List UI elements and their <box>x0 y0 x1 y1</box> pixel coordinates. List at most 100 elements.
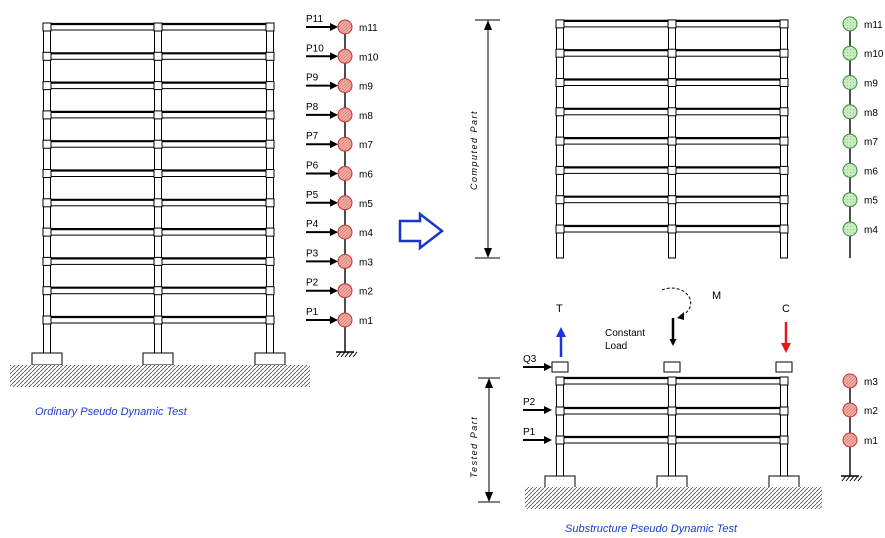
mass-label: m3 <box>864 377 878 388</box>
support-hatch <box>849 475 855 482</box>
beam-column-joint <box>667 165 677 175</box>
beam-column-joint <box>555 136 565 146</box>
ordinary-ground <box>10 365 310 387</box>
mass-node <box>337 195 353 211</box>
force-label: P9 <box>306 73 319 84</box>
beam-column-joint <box>555 48 565 58</box>
column <box>154 23 162 354</box>
beam-column-joint <box>667 78 677 87</box>
mass-label: m10 <box>864 49 884 60</box>
mass-label: m6 <box>864 166 878 177</box>
beam-column-joint <box>667 107 677 117</box>
mass-node <box>842 373 858 389</box>
substructure-ground <box>525 487 822 509</box>
beam-column-joint <box>265 139 275 149</box>
support-hatch <box>344 351 350 358</box>
beam-column-joint <box>153 81 163 91</box>
mass-node <box>842 133 858 149</box>
substructure-frame <box>544 361 800 489</box>
beam-column-joint <box>265 51 275 61</box>
beam-column-joint <box>779 224 789 234</box>
beam-column-joint <box>779 136 789 146</box>
loading-cap <box>551 361 569 373</box>
footing <box>254 352 286 366</box>
column <box>556 377 564 477</box>
beam-column-joint <box>555 435 565 445</box>
mass-label: m2 <box>359 287 373 298</box>
beam-column-joint <box>153 198 163 208</box>
beam-column-joint <box>153 22 163 32</box>
force-label: P10 <box>306 43 324 54</box>
ordinary-caption: Ordinary Pseudo Dynamic Test <box>35 406 188 418</box>
mass-label: m2 <box>864 406 878 417</box>
beam-column-joint <box>667 376 677 386</box>
beam-column-joint <box>153 110 163 120</box>
moment-symbol <box>661 287 692 320</box>
footing <box>31 352 63 366</box>
mass-label: m7 <box>864 137 878 148</box>
column <box>43 23 51 354</box>
mass-node <box>337 166 353 181</box>
beam-column-joint <box>555 406 565 416</box>
beam-column-joint <box>153 286 163 296</box>
footing <box>656 475 688 489</box>
support-hatch <box>336 351 342 358</box>
mass-label: m3 <box>359 257 373 268</box>
substructure-mass-column: m1 m2 m3 <box>841 373 878 482</box>
beam-column-joint <box>153 315 163 325</box>
beam-column-joint <box>265 22 275 32</box>
footing <box>544 475 576 489</box>
force-label: P7 <box>306 131 319 142</box>
beam-column-joint <box>265 227 275 237</box>
beam-column-joint <box>42 22 52 32</box>
beam-column-joint <box>779 165 789 175</box>
force-label: Q3 <box>523 354 537 365</box>
force-label: P6 <box>306 161 319 172</box>
mass-node <box>337 224 353 240</box>
footing <box>142 352 174 366</box>
mass-label: m8 <box>864 108 878 119</box>
mass-label: m1 <box>359 316 373 327</box>
beam-column-joint <box>779 107 789 117</box>
beam-column-joint <box>42 227 52 237</box>
force-label: P2 <box>306 278 319 289</box>
force-label: P11 <box>306 14 323 25</box>
mass-node <box>842 221 858 237</box>
force-label: P1 <box>306 307 319 318</box>
mass-label: m10 <box>359 52 379 63</box>
mass-label: m8 <box>359 111 373 122</box>
beam-column-joint <box>265 286 275 296</box>
beam-column-joint <box>265 256 275 266</box>
beam-column-joint <box>265 198 275 208</box>
support-hatch <box>857 475 863 482</box>
beam-column-joint <box>42 315 52 325</box>
beam-column-joint <box>667 48 677 58</box>
beam-column-joint <box>779 376 789 386</box>
beam-column-joint <box>667 224 677 234</box>
tension-label: T <box>556 303 563 315</box>
mass-label: m11 <box>864 20 883 31</box>
beam-column-joint <box>779 78 789 87</box>
mass-node <box>842 75 858 90</box>
mass-label: m9 <box>359 82 373 93</box>
mass-node <box>842 192 858 208</box>
beam-column-joint <box>779 48 789 58</box>
beam-column-joint <box>667 19 677 29</box>
force-label: P8 <box>306 102 319 113</box>
beam-column-joint <box>555 165 565 175</box>
mass-node <box>842 16 858 32</box>
mass-label: m6 <box>359 170 373 181</box>
beam-column-joint <box>667 136 677 146</box>
mass-label: m1 <box>864 436 878 447</box>
tested-part-label: Tested Part <box>469 416 479 478</box>
force-label: P3 <box>306 248 319 259</box>
support-hatch <box>853 475 859 482</box>
mass-node <box>337 78 353 94</box>
mass-node <box>842 402 858 418</box>
tested-dimension <box>478 377 500 503</box>
ordinary-frame <box>31 22 286 366</box>
mass-label: m9 <box>864 79 878 90</box>
force-label: P4 <box>306 219 319 230</box>
force-label: P5 <box>306 190 319 201</box>
